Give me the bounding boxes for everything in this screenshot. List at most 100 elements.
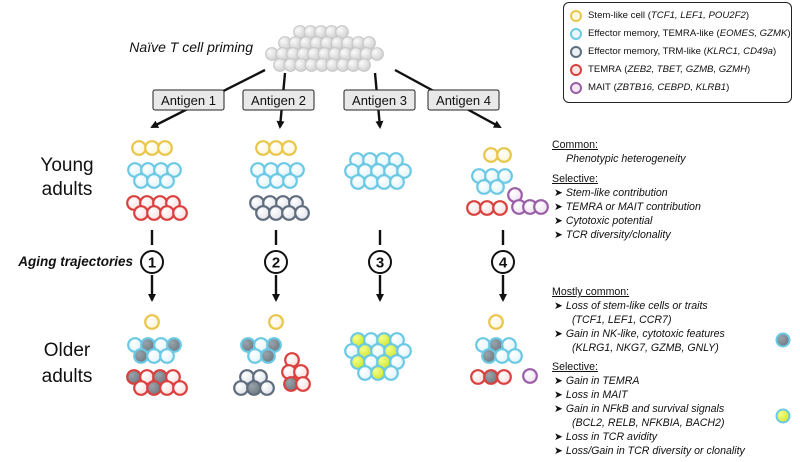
temra-cell [133,205,149,221]
trajectory-4: 4 [491,230,515,302]
legend-label-em-temra-like: Effector memory, TEMRA-like [588,28,714,39]
naive-t-cell [370,47,384,61]
stem-cell [268,314,284,330]
older-label-line2: adults [42,366,93,387]
temra-cell [470,369,486,385]
young-selective-header: Selective: [552,173,598,185]
young-label-line1: Young [40,155,93,176]
trm-cell [259,380,275,396]
stem-cell [255,140,271,156]
legend-item-em-trm-like: Effector memory, TRM-like (KLRC1, CD49a) [570,43,776,60]
trm-cell [281,205,297,221]
em-cell [396,343,412,359]
nfkb-feature-cell [370,365,386,381]
antigen-box-2: Antigen 2 [242,89,315,111]
temra-cell [466,200,482,216]
stem-cell-swatch-icon [570,9,582,22]
temra-cell [172,205,188,221]
legend-label-stem: Stem-like cell [588,10,646,21]
antigen-box-1: Antigen 1 [152,89,225,111]
legend-genes-em-temra-like: EOMES, GZMK [719,28,788,39]
mait-cell [522,368,538,384]
stem-cell [157,140,173,156]
legend-genes-temra: ZEB2, TBET, GZMB, GZMH [627,64,748,75]
young-selective-item: ➤ TCR diversity/clonality [554,229,671,241]
young-notes: Common: Phenotypic heterogeneity Selecti… [552,138,792,242]
older-selective-header: Selective: [552,361,598,373]
naive-t-cell-cluster [265,25,384,72]
em-cell [494,348,510,364]
em-trm-like-swatch-icon [570,45,582,58]
em-cell [363,174,379,190]
temra-cell [159,205,175,221]
legend-label-mait: MAIT [588,82,611,93]
trajectory-number-1: 1 [148,255,156,272]
young-label-line2: adults [42,179,93,200]
legend-item-stem: Stem-like cell (TCF1, LEF1, POU2F2) [570,7,749,24]
older-common-item-detail: (TCF1, LEF1, CCR7) [572,314,672,326]
trajectory-3: 3 [368,230,392,302]
older-common-item: ➤ Loss of stem-like cells or traits [554,300,708,312]
em-cell [476,179,492,195]
young-common-item: Phenotypic heterogeneity [566,153,686,165]
nk-feature-marker-icon [775,332,791,348]
trajectory-number-4: 4 [499,255,508,272]
stem-cell [281,140,297,156]
nk-feature-cell [146,380,162,396]
stem-cell [496,147,512,163]
trm-cell [294,205,310,221]
em-cell [146,173,162,189]
em-cell [256,173,272,189]
legend-genes-stem: TCF1, LEF1, POU2F2 [650,10,746,21]
older-notes: Mostly common: ➤ Loss of stem-like cells… [552,285,792,458]
naive-t-cell [357,58,371,72]
aging-trajectories-label: Aging trajectories [17,254,133,269]
mait-swatch-icon [570,81,582,94]
legend-item-em-temra-like: Effector memory, TEMRA-like (EOMES, GZMK… [570,25,791,42]
stem-cell [131,140,147,156]
stem-cell [144,140,160,156]
em-cell [159,173,175,189]
temra-cell [496,369,512,385]
mait-cell [533,199,549,215]
antigen-box-4: Antigen 4 [427,89,500,111]
temra-cell [492,200,508,216]
young-selective-item: ➤ TEMRA or MAIT contribution [554,201,701,213]
stem-cell [268,140,284,156]
young-selective-item: ➤ Cytotoxic potential [554,215,653,227]
cell-clusters [126,140,549,396]
antigen-label-3: Antigen 3 [352,93,407,108]
older-selective-item: ➤ Gain in TEMRA [554,375,640,387]
legend: Stem-like cell (TCF1, LEF1, POU2F2) Effe… [563,2,792,103]
nk-feature-cell [133,348,149,364]
nfkb-feature-marker-icon [775,408,791,424]
em-cell [357,365,373,381]
em-cell [489,179,505,195]
trm-cell [255,205,271,221]
em-cell [396,163,412,179]
trajectory-number-3: 3 [376,255,384,272]
trajectory-number-circle-1 [140,250,164,274]
stem-cell [483,147,499,163]
em-temra-like-swatch-icon [570,27,582,40]
legend-genes-mait: ZBTB16, CEBPD, KLRB1 [616,82,727,93]
older-selective-item: ➤ Gain in NFkB and survival signals [554,403,725,415]
trm-cell [268,205,284,221]
temra-swatch-icon [570,63,582,76]
antigen-box-3: Antigen 3 [343,89,416,111]
trajectory-number-circle-4 [491,250,515,274]
older-selective-item: ➤ Loss in TCR avidity [554,431,658,443]
temra-cell [146,205,162,221]
em-cell [350,174,366,190]
temra-cell [479,200,495,216]
temra-cell [295,376,311,392]
trm-cell [233,380,249,396]
trajectory-1: 1 [140,230,164,302]
nk-feature-cell [260,348,276,364]
em-cell [146,348,162,364]
em-cell [376,174,392,190]
antigen-label-4: Antigen 4 [436,93,491,108]
em-cell [247,348,263,364]
legend-item-temra: TEMRA (ZEB2, TBET, GZMB, GZMH) [570,61,750,78]
older-selective-item: ➤ Loss/Gain in TCR diversity or clonalit… [554,445,745,457]
